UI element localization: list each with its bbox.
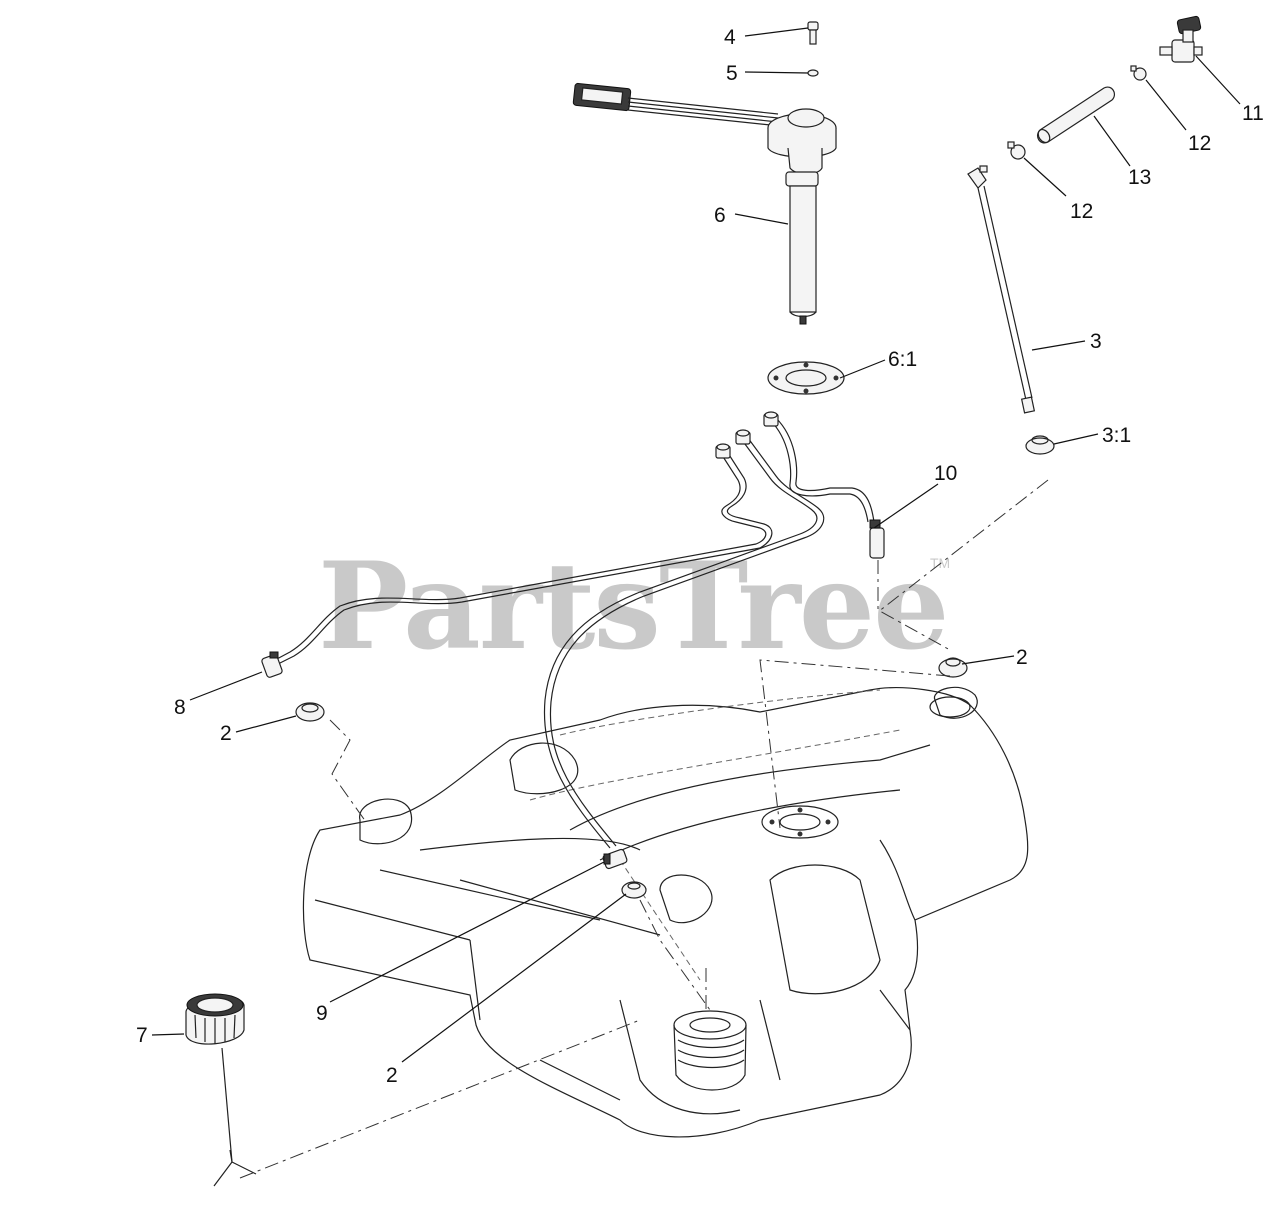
fitting-10 [869, 519, 885, 559]
vent-hose [1036, 86, 1116, 144]
callout-4: 4 [724, 26, 736, 49]
callout-5: 5 [726, 62, 738, 85]
callout-6: 6 [714, 204, 726, 227]
callout-labels: 4 5 6 6:1 3 3:1 10 11 12 12 13 2 2 2 8 7… [136, 26, 1264, 1087]
callout-2-bottom: 2 [386, 1064, 398, 1087]
callout-10: 10 [934, 462, 957, 485]
hose-clamp-lower [1007, 141, 1026, 160]
callout-12-upper: 12 [1188, 132, 1211, 155]
callout-3: 3 [1090, 330, 1102, 353]
assembly-lines [239, 479, 1049, 1179]
fuel-tank [302, 686, 1029, 1138]
fuel-cap [185, 993, 257, 1187]
vent-tube [967, 165, 1055, 455]
fuel-lines [274, 411, 875, 849]
callout-6-1: 6:1 [888, 348, 917, 371]
fuel-sender [572, 82, 837, 325]
callout-12-lower: 12 [1070, 200, 1093, 223]
hose-clamp-upper [1130, 65, 1147, 81]
callout-2-right: 2 [1016, 646, 1028, 669]
callout-2-left: 2 [220, 722, 232, 745]
watermark-trademark: TM [930, 555, 950, 571]
leader-lines [151, 27, 1241, 1063]
callout-7: 7 [136, 1024, 148, 1047]
fitting-8 [261, 651, 283, 678]
callout-11: 11 [1242, 102, 1264, 125]
grommet-left [295, 702, 325, 722]
grommet-right [938, 657, 968, 678]
washer [807, 69, 819, 77]
callout-8: 8 [174, 696, 186, 719]
sender-gasket [767, 361, 845, 395]
shutoff-valve [1159, 15, 1203, 63]
grommet-center [621, 881, 647, 899]
screw [807, 21, 819, 45]
callout-9: 9 [316, 1002, 328, 1025]
watermark: PartsTree TM [318, 536, 950, 677]
watermark-text: PartsTree [318, 536, 947, 677]
callout-13: 13 [1128, 166, 1151, 189]
fitting-9 [602, 848, 628, 870]
callout-3-1: 3:1 [1102, 424, 1131, 447]
